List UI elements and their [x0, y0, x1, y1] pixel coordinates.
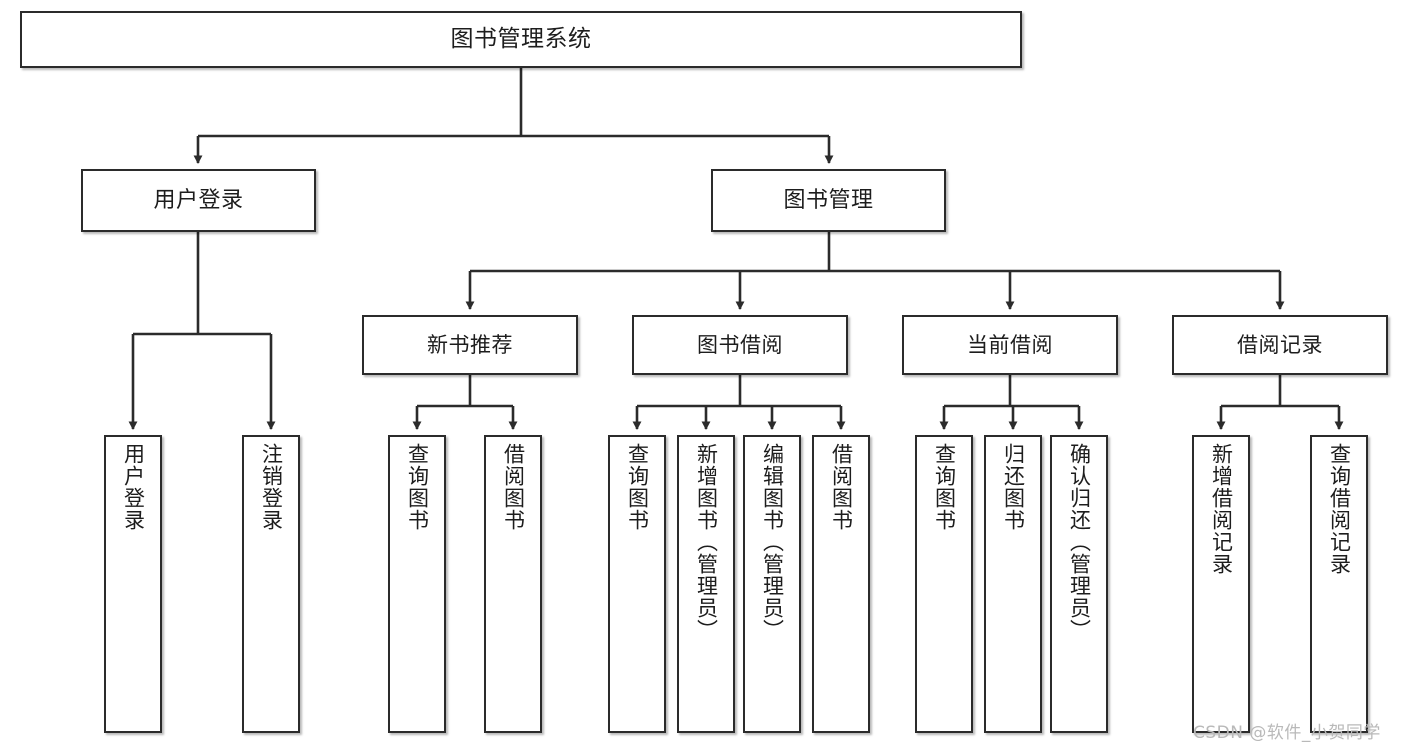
node-leaf-logout[interactable]: 注销登录 — [242, 435, 300, 733]
node-leaf-edit-book-admin[interactable]: 编辑图书（管理员） — [743, 435, 801, 733]
node-label: 图书管理 — [783, 187, 874, 213]
node-leaf-query-borrow-record[interactable]: 查询借阅记录 — [1310, 435, 1368, 733]
node-leaf-borrow-book[interactable]: 借阅图书 — [812, 435, 870, 733]
node-leaf-return-book[interactable]: 归还图书 — [984, 435, 1042, 733]
node-label: 新书推荐 — [427, 332, 513, 357]
node-leaf-query-book-borrow[interactable]: 查询图书 — [608, 435, 666, 733]
node-label: 新增借阅记录 — [1209, 443, 1234, 575]
node-label: 新增图书（管理员） — [694, 443, 719, 641]
node-label: 借阅图书 — [829, 443, 854, 531]
node-leaf-add-book-admin[interactable]: 新增图书（管理员） — [677, 435, 735, 733]
node-label: 编辑图书（管理员） — [760, 443, 785, 641]
node-leaf-borrow-book-newbook[interactable]: 借阅图书 — [484, 435, 542, 733]
node-label: 图书管理系统 — [450, 26, 592, 53]
node-leaf-add-borrow-record[interactable]: 新增借阅记录 — [1192, 435, 1250, 733]
node-leaf-user-login[interactable]: 用户登录 — [104, 435, 162, 733]
node-label: 用户登录 — [121, 443, 146, 531]
node-book-borrow[interactable]: 图书借阅 — [632, 315, 848, 375]
node-user-login[interactable]: 用户登录 — [81, 169, 316, 232]
node-label: 查询图书 — [405, 443, 430, 531]
node-current-borrow[interactable]: 当前借阅 — [902, 315, 1118, 375]
node-new-book-recommend[interactable]: 新书推荐 — [362, 315, 578, 375]
node-leaf-query-book-current[interactable]: 查询图书 — [915, 435, 973, 733]
node-label: 借阅记录 — [1237, 332, 1323, 357]
node-borrow-record[interactable]: 借阅记录 — [1172, 315, 1388, 375]
node-label: 归还图书 — [1001, 443, 1026, 531]
node-label: 图书借阅 — [697, 332, 783, 357]
node-label: 确认归还（管理员） — [1067, 443, 1092, 641]
node-label: 查询图书 — [625, 443, 650, 531]
node-label: 借阅图书 — [501, 443, 526, 531]
node-leaf-query-book-newbook[interactable]: 查询图书 — [388, 435, 446, 733]
node-label: 当前借阅 — [967, 332, 1053, 357]
node-label: 注销登录 — [259, 443, 284, 531]
node-book-management[interactable]: 图书管理 — [711, 169, 946, 232]
node-label: 查询图书 — [932, 443, 957, 531]
node-root-system[interactable]: 图书管理系统 — [20, 11, 1022, 68]
node-leaf-confirm-return-admin[interactable]: 确认归还（管理员） — [1050, 435, 1108, 733]
node-label: 用户登录 — [153, 187, 244, 213]
node-label: 查询借阅记录 — [1327, 443, 1352, 575]
